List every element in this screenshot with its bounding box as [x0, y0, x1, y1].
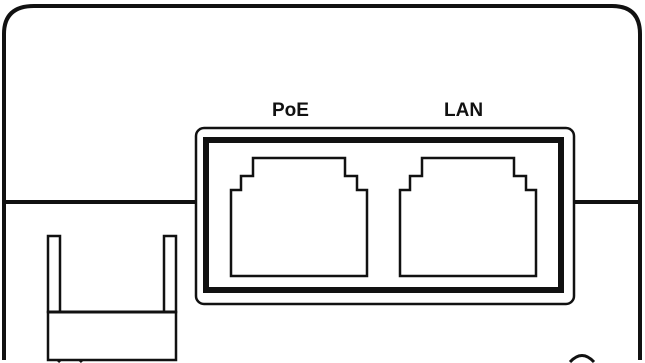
lan-port-label: LAN — [444, 100, 484, 121]
clip-right-prong — [162, 234, 178, 314]
device-body-outline — [2, 4, 642, 360]
clip-base — [46, 310, 178, 362]
poe-port[interactable] — [229, 156, 369, 278]
clip-left-prong — [46, 234, 62, 314]
right-foot — [568, 354, 596, 363]
poe-port-label: PoE — [272, 100, 309, 121]
lan-port[interactable] — [398, 156, 538, 278]
mounting-clip — [46, 234, 178, 362]
